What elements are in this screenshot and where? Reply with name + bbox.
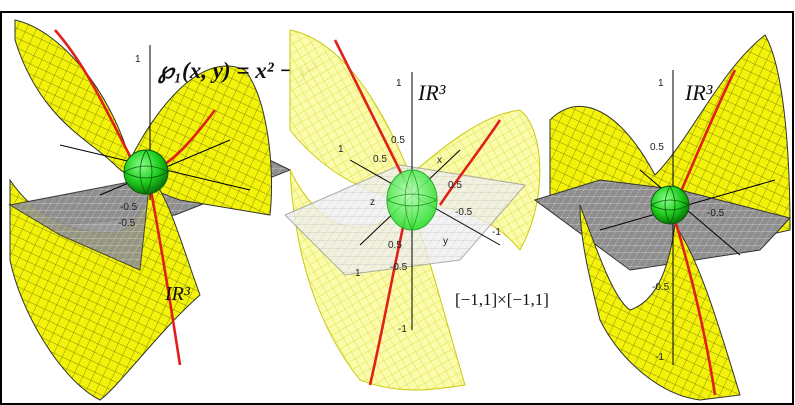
mid-tick-x05: 0.5 <box>373 154 387 165</box>
mid-tick-05b: 0.5 <box>388 240 402 251</box>
right-plane <box>533 179 791 271</box>
mid-tick-zneg05: -0.5 <box>390 262 408 273</box>
right-tick-05: 0.5 <box>650 142 664 153</box>
mid-tick-yneg05: -0.5 <box>455 207 473 218</box>
middle-space-label: IR³ <box>417 80 446 105</box>
left-tick-top: 1 <box>135 54 141 65</box>
mid-tick-1b: 1 <box>355 268 361 279</box>
mid-axis-y: y <box>443 236 448 247</box>
middle-saddle-surface: 1 0.5 -0.5 -1 1 0.5 0.5 -0.5 -1 0.5 1 x … <box>284 29 549 391</box>
right-tick-neg05: -0.5 <box>652 282 670 293</box>
left-tick-neg2: -0.5 <box>118 218 136 229</box>
mid-tick-x1: 1 <box>338 144 344 155</box>
mid-tick-y05: 0.5 <box>448 180 462 191</box>
mid-tick-z05: 0.5 <box>391 135 405 146</box>
mid-tick-yneg1: -1 <box>492 227 501 238</box>
left-tick-neg: -0.5 <box>120 202 138 213</box>
right-red-curve-lower <box>673 219 717 396</box>
figure-frame <box>0 11 794 405</box>
mid-tick-zneg1: -1 <box>398 324 407 335</box>
left-saddle-surface: 1 -0.5 -0.5 ℘₁(x, y) = x² − y² IR³ <box>8 19 317 401</box>
mid-axis-z: z <box>370 197 375 208</box>
mid-axis-x: x <box>437 155 442 166</box>
left-green-sphere <box>123 149 169 195</box>
right-space-label: IR³ <box>684 80 713 105</box>
left-space-label: IR³ <box>164 283 191 305</box>
right-red-curve-upper <box>673 69 737 206</box>
middle-green-sphere <box>386 169 438 231</box>
left-surface-back <box>14 19 272 216</box>
right-tick-neg: -0.5 <box>707 208 725 219</box>
left-plane-front <box>8 177 151 271</box>
mid-tick-z1: 1 <box>396 78 402 89</box>
domain-label: [−1,1]×[−1,1] <box>455 290 549 309</box>
left-red-curve-lower <box>148 184 182 366</box>
right-saddle-surface: 1 0.5 -0.5 -0.5 -1 IR³ <box>533 34 791 401</box>
right-tick-neg1: -1 <box>655 352 664 363</box>
right-surface-front <box>579 204 741 401</box>
right-green-sphere <box>650 185 690 225</box>
right-tick-top: 1 <box>658 78 664 89</box>
middle-red-curve-right <box>438 119 502 206</box>
